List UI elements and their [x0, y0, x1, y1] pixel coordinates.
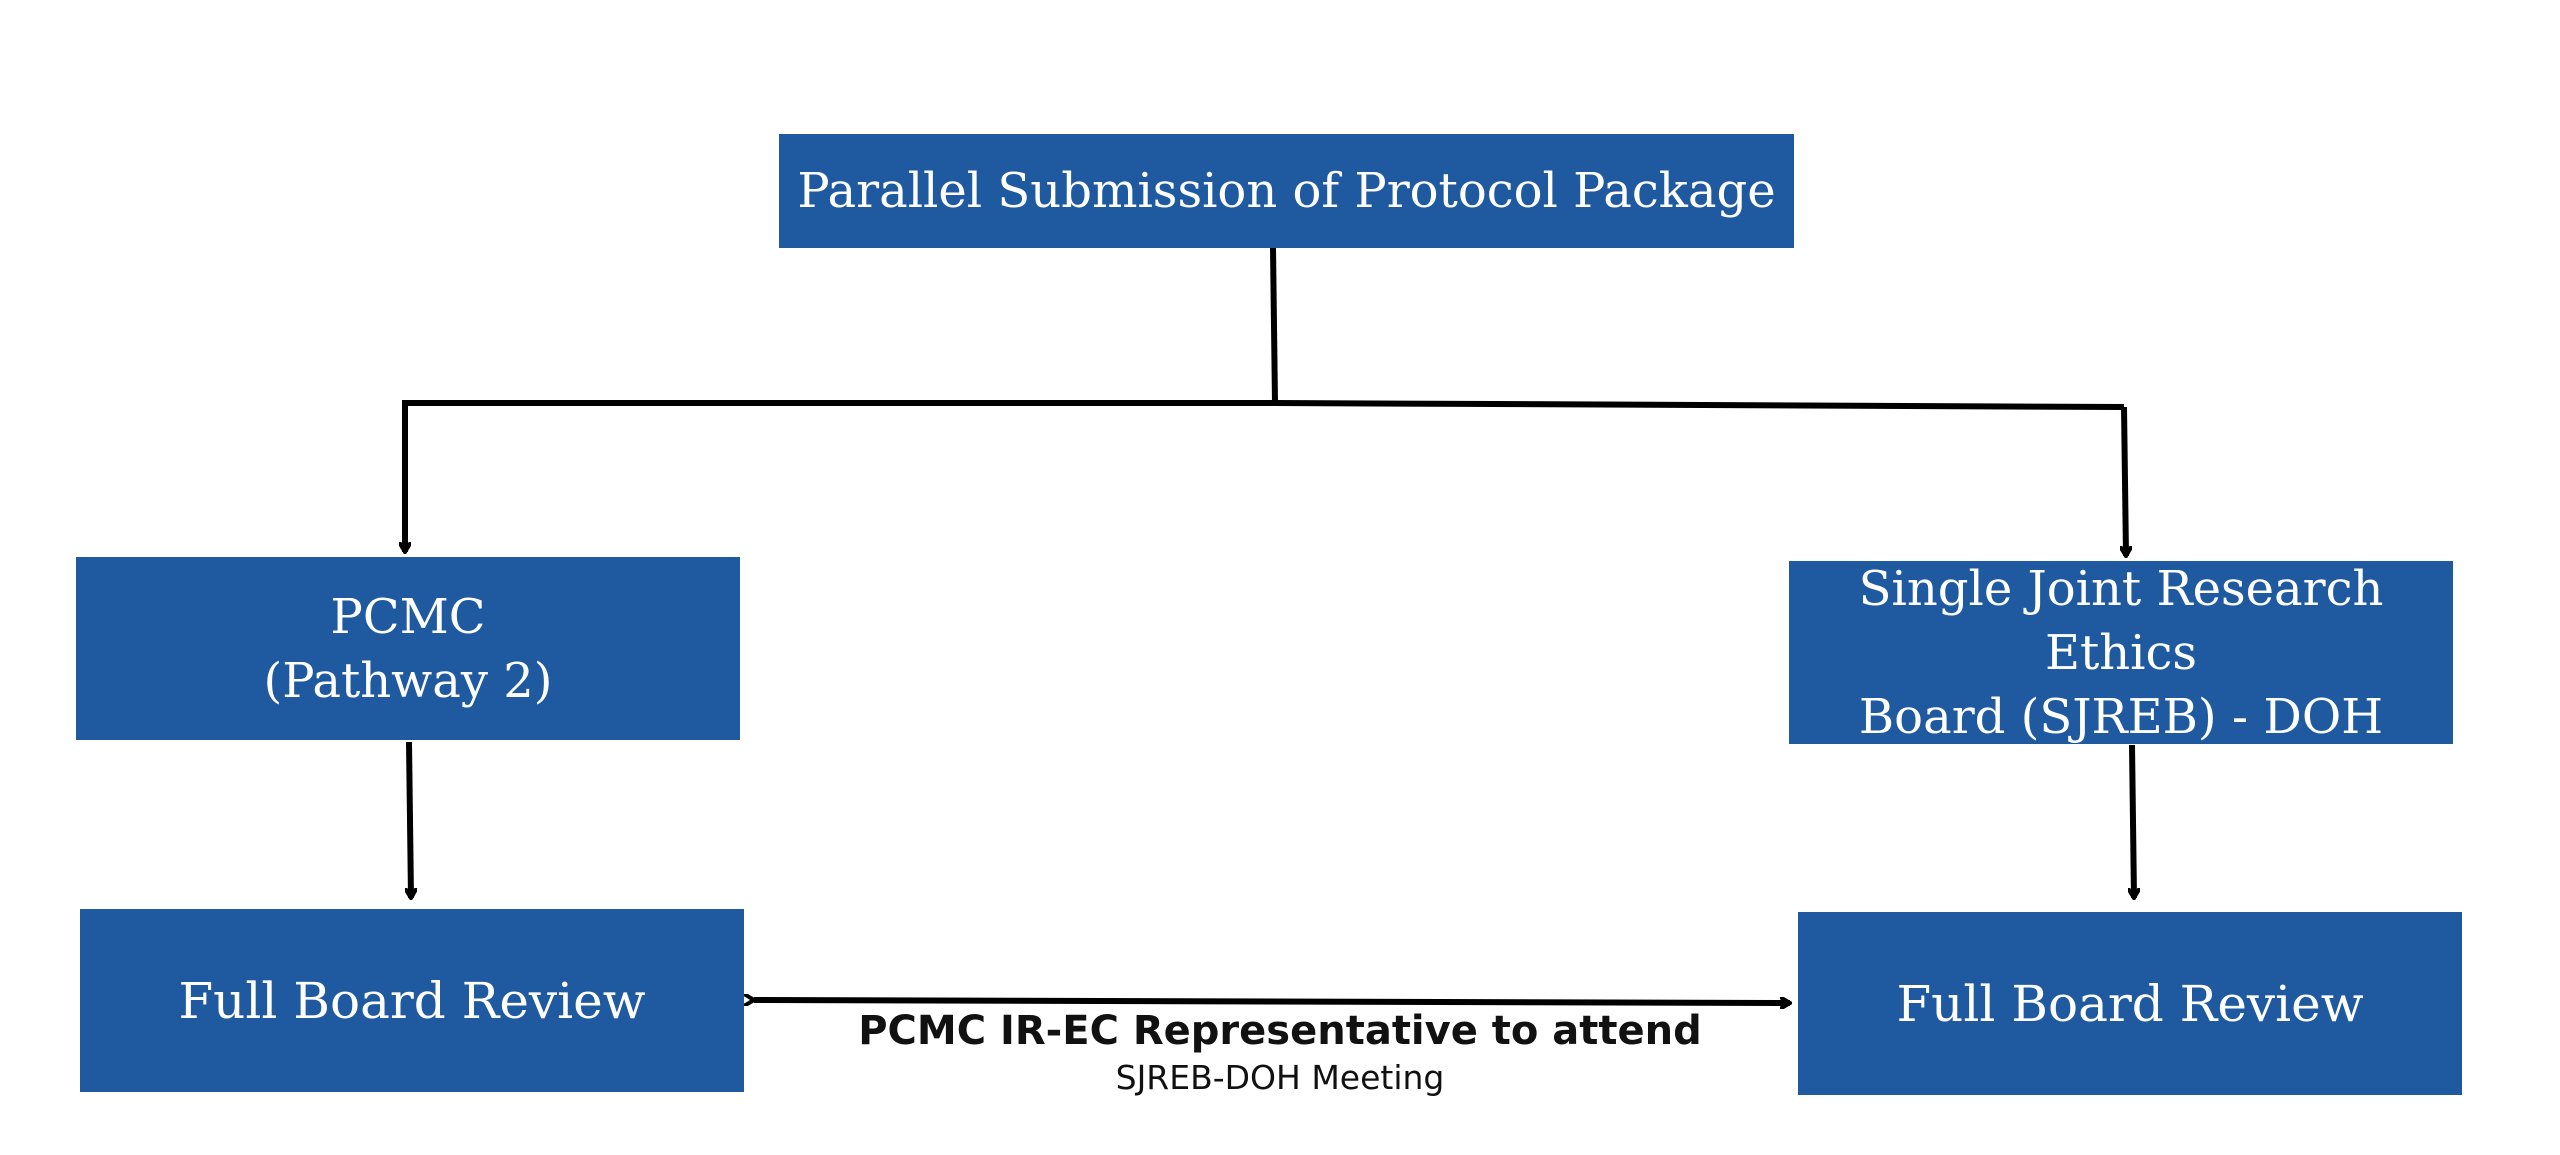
arrow-to-fbr-left — [409, 741, 411, 898]
parallel-submission-node: Parallel Submission of Protocol Package — [779, 134, 1794, 248]
sjreb-node: Single Joint Research Ethics Board (SJRE… — [1789, 561, 2453, 745]
full-board-review-left-label: Full Board Review — [178, 971, 646, 1030]
link-label-secondary: SJREB-DOH Meeting — [1115, 1058, 1445, 1097]
parallel-submission-label: Parallel Submission of Protocol Package — [797, 163, 1776, 219]
full-board-review-left-node: Full Board Review — [80, 909, 744, 1092]
sjreb-label-line2: Board (SJREB) - DOH — [1858, 688, 2384, 745]
pcmc-label: PCMC — [330, 588, 486, 645]
full-board-review-right-node: Full Board Review — [1798, 912, 2462, 1095]
split-connector — [402, 400, 2125, 410]
sjreb-label-line1: Single Joint Research Ethics — [1858, 560, 2384, 681]
arrow-to-fbr-right — [2132, 744, 2134, 898]
trunk-connector — [1270, 247, 1278, 404]
pcmc-pathway-label: (Pathway 2) — [263, 652, 553, 709]
pcmc-node: PCMC (Pathway 2) — [76, 557, 740, 740]
full-board-review-right-label: Full Board Review — [1896, 974, 2364, 1033]
arrow-to-sjreb — [2124, 406, 2126, 556]
link-label-primary: PCMC IR-EC Representative to attend — [858, 1008, 1702, 1054]
bidirectional-link — [754, 1000, 1790, 1003]
